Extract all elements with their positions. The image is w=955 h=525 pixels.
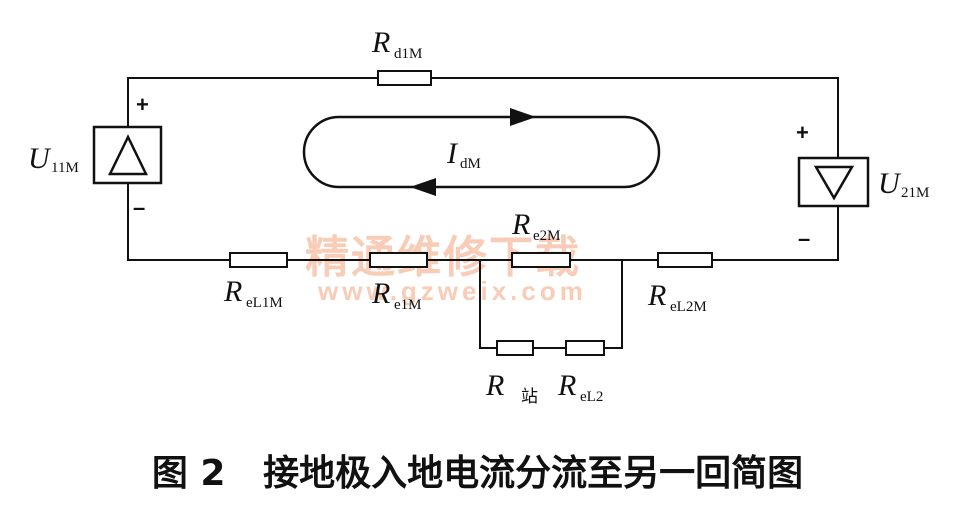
label-rel1m: R eL1M xyxy=(223,275,283,311)
label-rel2m: R eL2M xyxy=(647,279,707,315)
resistor-rel1m xyxy=(229,252,288,268)
wires xyxy=(127,77,839,349)
label-rel2: R eL2 xyxy=(557,369,603,405)
triangle-up-icon xyxy=(108,134,148,176)
label-u21m: U 21M xyxy=(878,167,929,201)
svg-text:站: 站 xyxy=(521,387,538,407)
svg-text:dM: dM xyxy=(460,156,481,172)
resistor-rel2 xyxy=(565,340,605,356)
svg-text:R: R xyxy=(511,208,530,241)
current-loop-path xyxy=(302,115,661,189)
svg-text:eL2M: eL2M xyxy=(670,299,707,315)
resistor-re1m xyxy=(369,252,428,268)
svg-text:R: R xyxy=(557,369,576,402)
left-lower-wire xyxy=(127,183,230,261)
source-left xyxy=(92,125,163,185)
left-plus-sign: + xyxy=(136,92,149,117)
arrow-right-icon xyxy=(510,108,536,126)
triangle-down-icon xyxy=(813,165,855,201)
figure-caption: 图 2 接地极入地电流分流至另一回简图 xyxy=(0,440,955,500)
svg-text:R: R xyxy=(371,277,390,310)
top-wire xyxy=(127,77,839,158)
branch-left-wire xyxy=(479,260,497,349)
svg-text:I: I xyxy=(446,137,459,170)
resistor-re2m xyxy=(511,252,571,268)
label-re1m: R e1M xyxy=(371,277,422,313)
label-idm: I dM xyxy=(446,137,481,172)
svg-text:R: R xyxy=(485,369,504,402)
left-minus-sign: – xyxy=(133,195,145,220)
right-lower-wire xyxy=(712,205,839,261)
resistor-rd1m xyxy=(377,70,432,86)
svg-text:R: R xyxy=(223,275,242,308)
label-rd1m: R d1M xyxy=(371,26,422,62)
label-u11m: U 11M xyxy=(28,142,79,176)
label-rstation: R 站 xyxy=(485,369,538,407)
svg-text:e2M: e2M xyxy=(533,228,561,244)
svg-text:e1M: e1M xyxy=(394,297,422,313)
resistor-rel2m xyxy=(657,252,713,268)
label-re2m: R e2M xyxy=(511,208,561,244)
resistors xyxy=(229,70,713,356)
circuit-diagram: 精通维修下载 www.gzweix.com xyxy=(28,26,929,407)
arrow-left-icon xyxy=(410,178,436,196)
svg-text:eL2: eL2 xyxy=(580,389,603,405)
right-plus-sign: + xyxy=(796,120,809,145)
branch-right-wire xyxy=(604,260,623,349)
svg-text:21M: 21M xyxy=(901,185,929,201)
resistor-station xyxy=(496,340,534,356)
svg-text:U: U xyxy=(28,142,52,175)
current-loop xyxy=(302,108,661,196)
caption-title: 接地极入地电流分流至另一回简图 xyxy=(263,453,804,494)
watermark-url: www.gzweix.com xyxy=(317,276,587,306)
source-right xyxy=(797,156,870,208)
svg-text:11M: 11M xyxy=(51,160,79,176)
caption-label: 图 2 xyxy=(151,453,226,494)
svg-text:U: U xyxy=(878,167,902,200)
svg-text:eL1M: eL1M xyxy=(246,295,283,311)
right-minus-sign: – xyxy=(798,226,810,251)
svg-text:R: R xyxy=(371,26,390,59)
svg-text:R: R xyxy=(647,279,666,312)
svg-text:d1M: d1M xyxy=(394,46,422,62)
